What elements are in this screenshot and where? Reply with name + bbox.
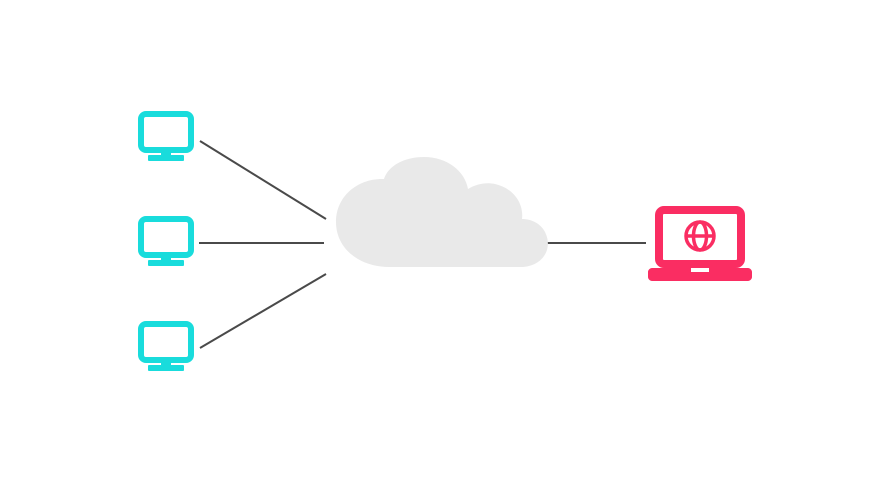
client-node-1[interactable] [138, 111, 194, 161]
desktop-monitor-icon-neck-2 [161, 255, 171, 262]
laptop-icon-base [648, 268, 752, 281]
desktop-monitor-icon-screen-3 [138, 321, 194, 363]
connector-client1-cloud [199, 140, 327, 220]
desktop-monitor-icon-base-3 [148, 365, 184, 371]
connector-group [199, 140, 646, 349]
client-node-3[interactable] [138, 321, 194, 371]
globe-icon-meridian [691, 220, 709, 252]
desktop-monitor-icon-neck-3 [161, 360, 171, 367]
desktop-monitor-icon-screen-1 [138, 111, 194, 153]
desktop-monitor-icon-screen-2 [138, 216, 194, 258]
server-node[interactable] [648, 206, 752, 281]
client-node-2[interactable] [138, 216, 194, 266]
cloud-shape [336, 157, 548, 267]
connector-client3-cloud [199, 273, 327, 349]
laptop-icon-lid [655, 206, 745, 268]
desktop-monitor-icon-base-1 [148, 155, 184, 161]
desktop-monitor-icon-base-2 [148, 260, 184, 266]
globe-icon [684, 220, 716, 252]
cloud-icon[interactable] [336, 157, 548, 267]
desktop-monitor-icon-neck-1 [161, 150, 171, 157]
